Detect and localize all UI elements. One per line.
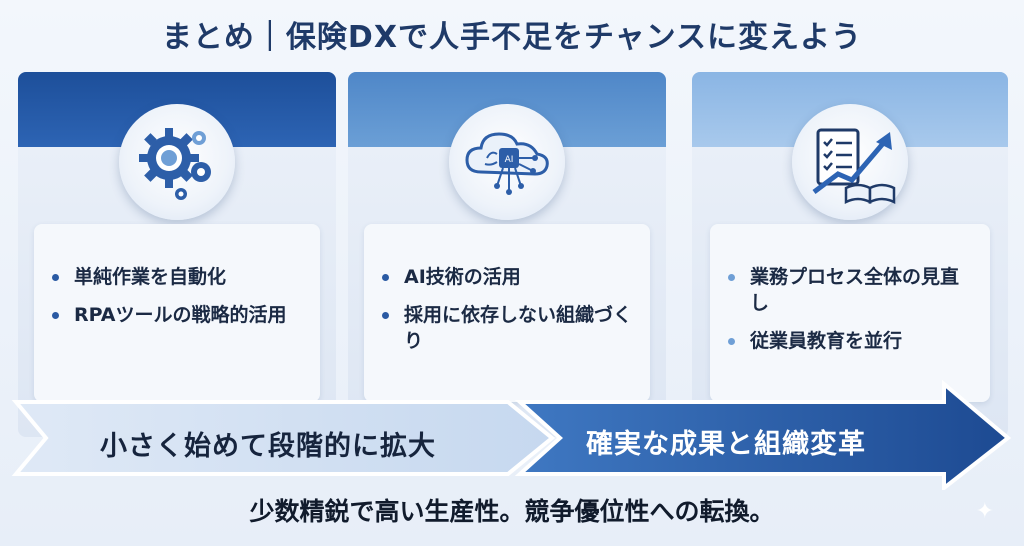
column-ai: AI AI技術の活用 採用に依存しない組織づくり <box>348 72 666 437</box>
sparkle-icon: ✦ <box>975 499 994 524</box>
column-process: 業務プロセス全体の見直し 従業員教育を並行 <box>692 72 1008 437</box>
list-item: 業務プロセス全体の見直し <box>728 264 974 316</box>
gears-icon <box>119 104 235 220</box>
list-item: 単純作業を自動化 <box>52 264 304 290</box>
bullet-card: 単純作業を自動化 RPAツールの戦略的活用 <box>34 224 320 402</box>
arrow-left-label: 小さく始めて段階的に拡大 <box>100 431 436 462</box>
checklist-growth-icon <box>792 104 908 220</box>
list-item: 従業員教育を並行 <box>728 328 974 354</box>
bullet-card: AI技術の活用 採用に依存しない組織づくり <box>364 224 650 402</box>
svg-text:AI: AI <box>505 155 514 165</box>
arrow-right-label: 確実な成果と組織変革 <box>586 429 866 460</box>
page-title: まとめ｜保険DXで人手不足をチャンスに変えよう <box>161 20 863 55</box>
column-automation: 単純作業を自動化 RPAツールの戦略的活用 <box>18 72 336 437</box>
conclusion-text: 少数精鋭で高い生産性。競争優位性への転換。 <box>249 497 775 526</box>
arrow-right-segment <box>514 380 1012 490</box>
bullet-card: 業務プロセス全体の見直し 従業員教育を並行 <box>710 224 990 402</box>
list-item: 採用に依存しない組織づくり <box>382 302 634 354</box>
list-item: AI技術の活用 <box>382 264 634 290</box>
progress-arrow: 小さく始めて段階的に拡大 確実な成果と組織変革 <box>0 380 1024 490</box>
ai-cloud-icon: AI <box>449 104 565 220</box>
list-item: RPAツールの戦略的活用 <box>52 302 304 328</box>
arrow-left-segment <box>11 400 556 476</box>
